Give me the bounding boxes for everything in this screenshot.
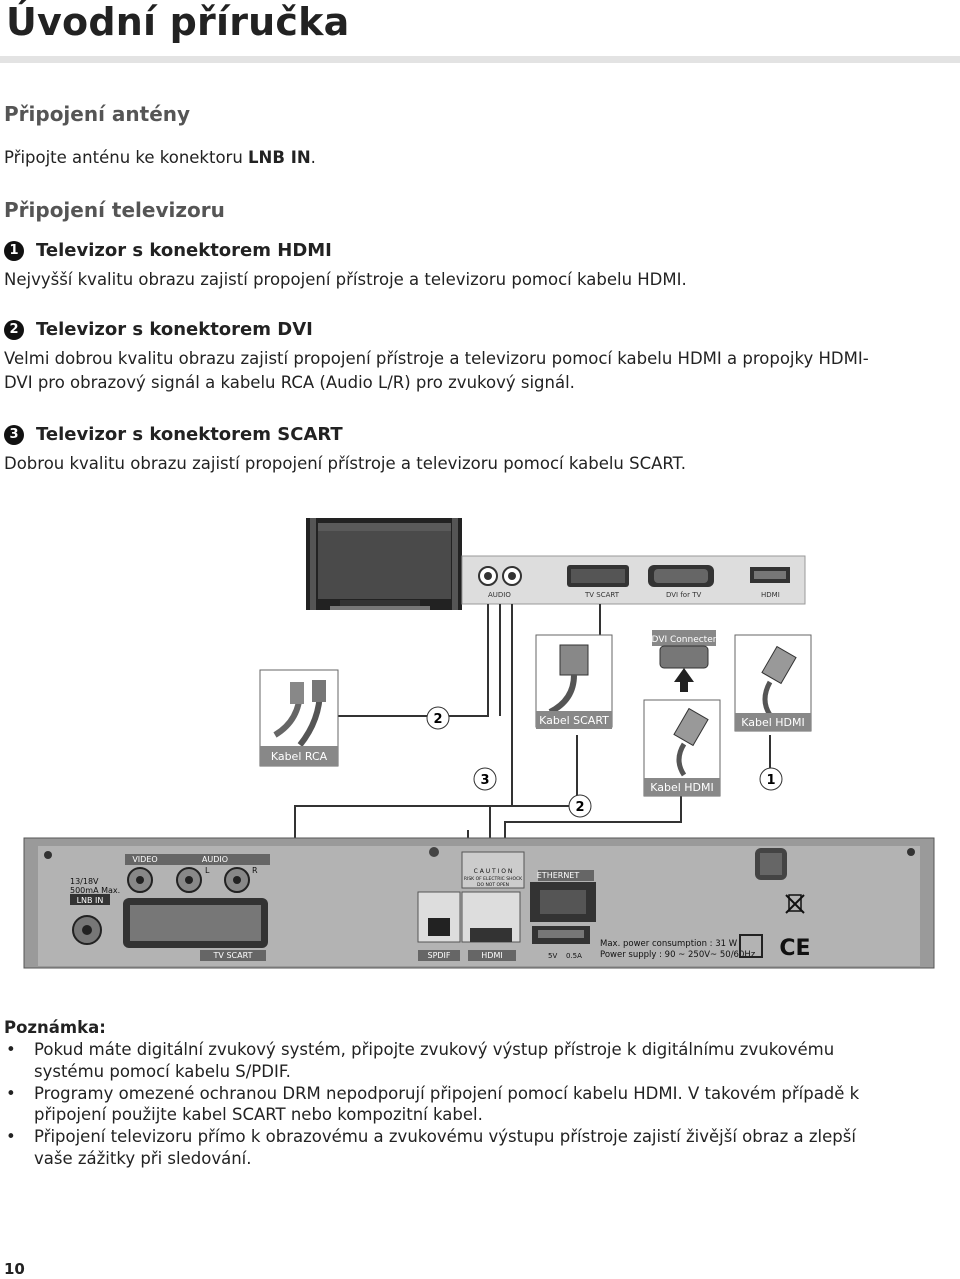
marker-3: 3 [480, 773, 489, 788]
hdmi-cable-mid-illustration: Kabel HDMI [643, 699, 721, 797]
dvi-connector-label: DVI Connecter [652, 635, 717, 645]
receiver-usb-label: 5V [548, 952, 557, 960]
title-rule [0, 56, 960, 63]
receiver-hdmi-label: HDMI [481, 951, 502, 960]
receiver-audio-label: AUDIO [202, 855, 228, 864]
number-badge-1: 1 [4, 240, 24, 261]
tv-item-3-text: Dobrou kvalitu obrazu zajistí propojení … [4, 454, 687, 473]
receiver-spdif-label: SPDIF [427, 951, 450, 960]
notes-list: Pokud máte digitální zvukový systém, při… [4, 1039, 884, 1169]
marker-2a: 2 [433, 712, 442, 727]
connection-markers: 2 3 2 1 [426, 706, 783, 818]
tv-item-1-text: Nejvyšší kvalitu obrazu zajistí propojen… [4, 270, 687, 289]
receiver-caution-label: C A U T I O N [474, 868, 513, 875]
tv-audio-label: AUDIO [488, 591, 511, 599]
tv-dvi-label: DVI for TV [666, 591, 701, 599]
tv-back-panel: AUDIO TV SCART DVI for TV HDMI [461, 555, 806, 605]
note-item: Pokud máte digitální zvukový systém, při… [4, 1039, 884, 1082]
receiver-warning-1: RISK OF ELECTRIC SHOCK [464, 876, 523, 882]
antenna-text-prefix: Připojte anténu ke konektoru [4, 148, 249, 167]
number-badge-2: 2 [4, 319, 24, 340]
page-number: 10 [4, 1260, 25, 1278]
antenna-text-suffix: . [310, 148, 316, 167]
antenna-text-bold: LNB IN [248, 148, 311, 167]
tv-item-2-text: Velmi dobrou kvalitu obrazu zajistí prop… [4, 349, 869, 392]
rca-cable-illustration: Kabel RCA [259, 669, 339, 767]
hdmi-cable-top-illustration: Kabel HDMI [734, 634, 812, 732]
receiver-back-panel: 13/18V 500mA Max. LNB IN VIDEO AUDIO L R… [23, 837, 935, 969]
connection-diagram: AUDIO TV SCART DVI for TV HDMI Kabel RCA… [23, 518, 935, 969]
tv-item-3-title: Televizor s konektorem SCART [36, 424, 343, 445]
tv-hdmi-label: HDMI [761, 591, 780, 599]
dvi-connector-illustration: DVI Connecter [652, 630, 717, 692]
receiver-voltage-label: 13/18V [70, 877, 99, 886]
receiver-ethernet-label: ETHERNET [537, 871, 580, 880]
receiver-ce-label: CE [779, 936, 810, 961]
scart-cable-label: Kabel SCART [539, 714, 609, 727]
number-badge-3: 3 [4, 424, 24, 445]
tv-item-1-title: Televizor s konektorem HDMI [36, 240, 332, 261]
marker-1: 1 [766, 773, 775, 788]
notes-heading: Poznámka: [4, 1018, 106, 1037]
note-item: Připojení televizoru přímo k obrazovému … [4, 1126, 884, 1169]
tv-scart-label: TV SCART [584, 591, 620, 599]
television-illustration [306, 518, 462, 610]
rca-cable-label: Kabel RCA [271, 750, 328, 763]
tv-item-3-heading: 3 Televizor s konektorem SCART [4, 424, 343, 445]
tv-item-2-title: Televizor s konektorem DVI [36, 319, 313, 340]
receiver-current-label: 500mA Max. [70, 886, 120, 895]
tv-heading: Připojení televizoru [4, 198, 225, 222]
receiver-video-label: VIDEO [132, 855, 157, 864]
receiver-lnb-label: LNB IN [77, 896, 104, 905]
receiver-warning-2: DO NOT OPEN [477, 882, 509, 888]
antenna-text: Připojte anténu ke konektoru LNB IN. [4, 146, 944, 170]
hdmi-cable-top-label: Kabel HDMI [741, 716, 805, 729]
tv-item-2-heading: 2 Televizor s konektorem DVI [4, 319, 313, 340]
receiver-r-label: R [252, 866, 258, 875]
hdmi-cable-mid-label: Kabel HDMI [650, 781, 714, 794]
receiver-usb-current-label: 0.5A [566, 952, 582, 960]
receiver-l-label: L [205, 866, 210, 875]
receiver-power-supply: Power supply : 90 ~ 250V~ 50/60Hz [600, 950, 756, 960]
receiver-tv-scart-label: TV SCART [213, 951, 253, 960]
scart-cable-illustration: Kabel SCART [535, 634, 613, 729]
tv-item-1-heading: 1 Televizor s konektorem HDMI [4, 240, 332, 261]
antenna-heading: Připojení antény [4, 102, 191, 126]
note-item: Programy omezené ochranou DRM nepodporuj… [4, 1083, 884, 1126]
receiver-power-consumption: Max. power consumption : 31 W [600, 939, 738, 949]
marker-2b: 2 [575, 800, 584, 815]
page-title: Úvodní příručka [6, 0, 350, 44]
